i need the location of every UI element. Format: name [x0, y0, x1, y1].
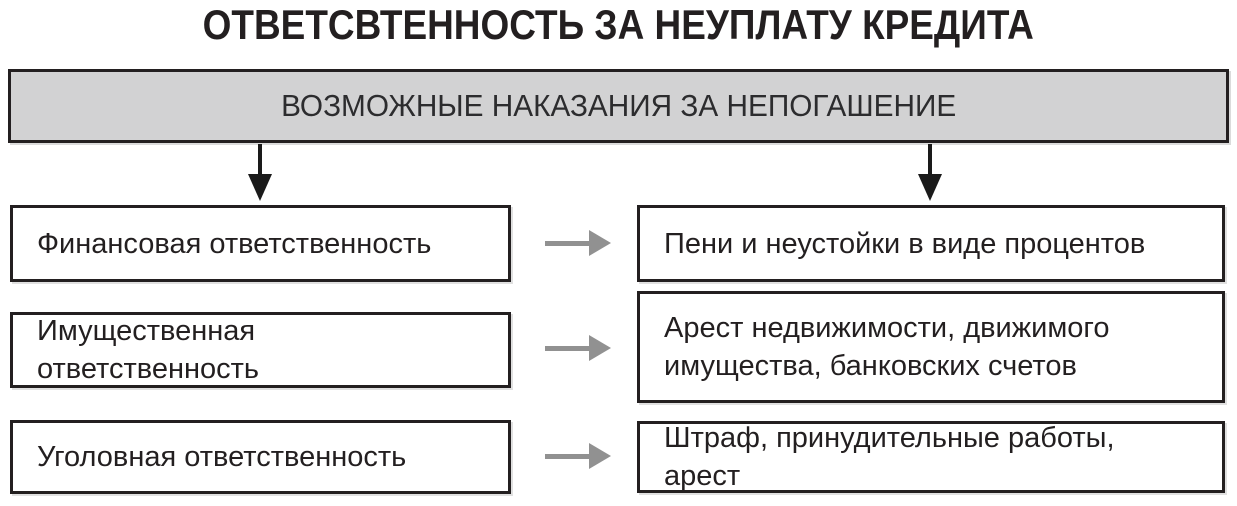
right-arrow-icon	[545, 443, 611, 469]
responsibility-label: Уголовная ответственность	[37, 441, 407, 473]
right-arrow-stem	[545, 345, 589, 351]
punishment-label: Штраф, принудительные работы, арест	[664, 422, 1115, 492]
responsibility-box-financial: Финансовая ответственность	[10, 205, 511, 282]
responsibility-label: Финансовая ответственность	[37, 227, 432, 260]
right-arrow-stem	[545, 453, 589, 459]
punishment-label: Пени и неустойки в виде процентов	[664, 227, 1146, 260]
right-arrow-head	[589, 230, 611, 256]
responsibility-box-property: Имущественная ответственность	[10, 312, 511, 388]
down-arrow-icon	[918, 144, 942, 201]
right-arrow-icon	[545, 335, 611, 361]
right-arrow-head	[589, 335, 611, 361]
responsibility-box-criminal: Уголовная ответственность	[10, 420, 511, 494]
punishment-label: Арест недвижимости, движимого имущества,…	[664, 312, 1110, 382]
responsibility-label: Имущественная ответственность	[37, 315, 260, 385]
right-arrow-head	[589, 443, 611, 469]
punishment-box-financial: Пени и неустойки в виде процентов	[637, 205, 1225, 282]
punishment-box-criminal: Штраф, принудительные работы, арест	[637, 421, 1225, 493]
down-arrow-stem	[258, 144, 262, 174]
down-arrow-stem	[928, 144, 932, 174]
right-arrow-icon	[545, 230, 611, 256]
header-box: ВОЗМОЖНЫЕ НАКАЗАНИЯ ЗА НЕПОГАШЕНИЕ	[8, 69, 1229, 143]
header-label: ВОЗМОЖНЫЕ НАКАЗАНИЯ ЗА НЕПОГАШЕНИЕ	[280, 88, 957, 123]
punishment-box-property: Арест недвижимости, движимого имущества,…	[637, 291, 1225, 403]
right-arrow-stem	[545, 240, 589, 246]
page-title: ОТВЕТСВТЕННОСТЬ ЗА НЕУПЛАТУ КРЕДИТА	[0, 1, 1237, 49]
down-arrow-icon	[248, 144, 272, 201]
down-arrow-head	[248, 174, 272, 201]
down-arrow-head	[918, 174, 942, 201]
page-title-text: ОТВЕТСВТЕННОСТЬ ЗА НЕУПЛАТУ КРЕДИТА	[202, 1, 1035, 48]
